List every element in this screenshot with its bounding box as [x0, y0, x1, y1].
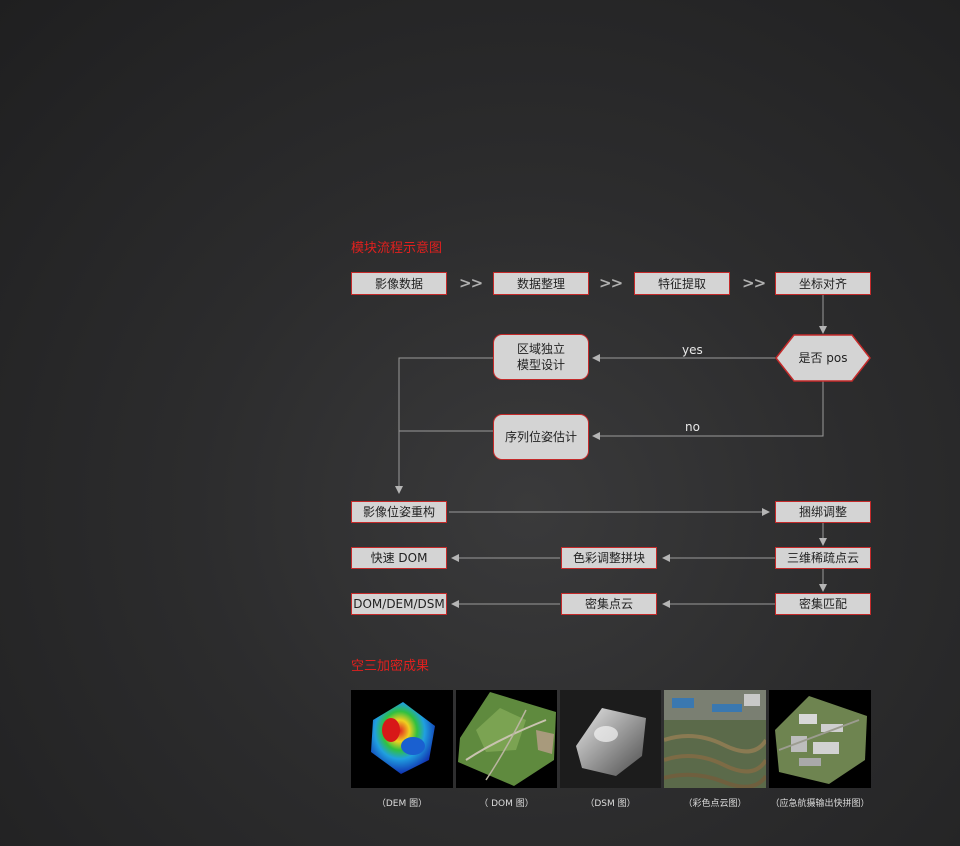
label-no: no — [685, 420, 700, 434]
node-coord-align: 坐标对齐 — [775, 272, 871, 295]
node-regional-model: 区域独立 模型设计 — [493, 334, 589, 380]
node-color-mosaic: 色彩调整拼块 — [561, 547, 657, 569]
node-dom-dem-dsm: DOM/DEM/DSM — [351, 593, 447, 615]
node-has-pos: 是否 pos — [798, 351, 848, 365]
caption-dem: （DEM 图） — [376, 799, 428, 809]
node-sparse-cloud: 三维稀疏点云 — [775, 547, 871, 569]
thumb-dem-image — [351, 690, 453, 788]
node-regional-model-line2: 模型设计 — [516, 358, 565, 372]
edge-regional-to-merge — [395, 357, 494, 494]
node-bundle-adjust: 捆绑调整 — [775, 501, 871, 523]
arrow-1: >> — [459, 274, 483, 292]
node-feature-extract: 特征提取 — [634, 272, 730, 295]
caption-dom: （ DOM 图） — [479, 799, 534, 809]
thumb-mosaic-image — [769, 690, 871, 788]
caption-mosaic: （应急航摄输出快拼图） — [770, 799, 870, 809]
caption-dsm: （DSM 图） — [585, 799, 636, 809]
section-title-flow: 模块流程示意图 — [351, 241, 443, 256]
thumb-pointcloud-image — [664, 690, 766, 788]
node-pose-reconstruct: 影像位姿重构 — [351, 501, 447, 523]
node-pose-estimate: 序列位姿估计 — [493, 414, 589, 460]
arrow-2: >> — [599, 274, 623, 292]
node-quick-dom: 快速 DOM — [351, 547, 447, 569]
caption-pointcloud: （彩色点云图） — [683, 799, 747, 809]
thumb-dsm-image — [560, 690, 661, 788]
section-title-results: 空三加密成果 — [351, 659, 430, 674]
edge-no — [592, 381, 824, 440]
node-dense-cloud: 密集点云 — [561, 593, 657, 615]
thumb-dom-image — [456, 690, 557, 788]
label-yes: yes — [682, 343, 703, 357]
node-image-data: 影像数据 — [351, 272, 447, 295]
node-regional-model-line1: 区域独立 — [516, 342, 565, 356]
decision-hexagon — [775, 334, 871, 382]
node-dense-match: 密集匹配 — [775, 593, 871, 615]
arrow-3: >> — [742, 274, 766, 292]
node-data-organize: 数据整理 — [493, 272, 589, 295]
